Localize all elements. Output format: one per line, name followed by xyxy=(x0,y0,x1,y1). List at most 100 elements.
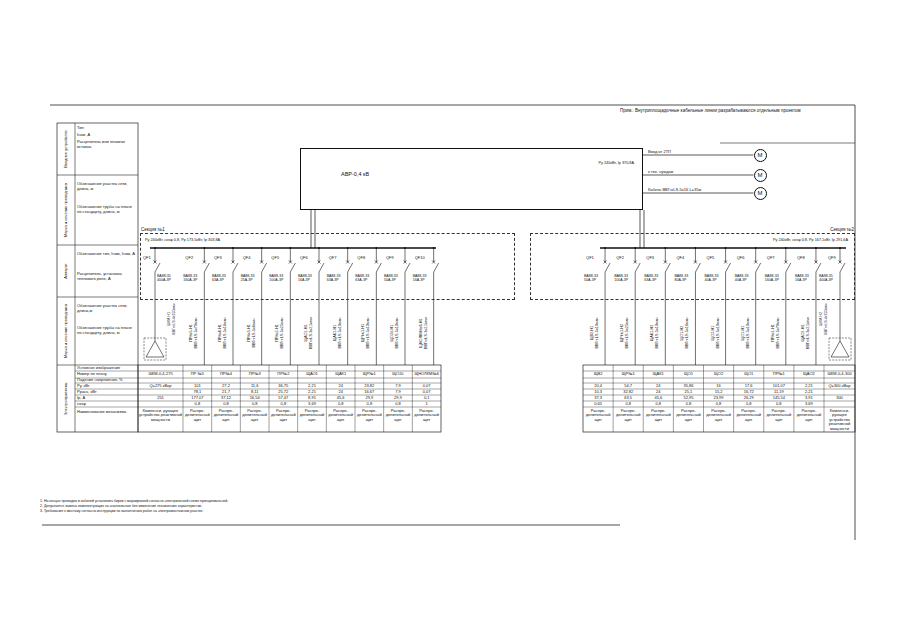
load-name: Распре- делительный щит xyxy=(674,409,703,423)
cell-value: 0,8 xyxy=(327,402,355,407)
motor-symbol: М xyxy=(754,169,767,182)
cable-mark: ВВГнгLS-5х10мм² xyxy=(366,317,370,348)
cell-value: 2,21 xyxy=(794,390,823,395)
cell-value: 0,8 xyxy=(764,402,793,407)
note: 1. На концах проводов и кабелей установи… xyxy=(40,499,640,503)
cell-value: 8,11 xyxy=(241,390,269,395)
cable-mark: ПР№1-Н1 xyxy=(771,324,775,342)
cable-mark: ПР№4-Н1 xyxy=(218,324,222,342)
breaker-symbol xyxy=(232,248,239,365)
load-name: Распре- делительный щит xyxy=(241,409,269,423)
bus-node xyxy=(785,247,787,249)
plan-number: ЩАО2 xyxy=(794,372,823,377)
breaker-symbol xyxy=(318,248,325,365)
cable-line xyxy=(643,193,754,194)
bus-node xyxy=(725,247,727,249)
bus-node xyxy=(664,247,666,249)
bus-node xyxy=(433,247,435,249)
cable-mark: ВВГнгLS-4х150мм² xyxy=(172,303,176,334)
table-grid xyxy=(326,365,327,432)
cable-mark: ВВГнгLS-5х70мм² xyxy=(194,317,198,348)
bus-node xyxy=(318,247,320,249)
breaker-type: ВА88-33 63А-3Р xyxy=(212,274,231,282)
table-grid xyxy=(412,365,413,432)
cell-value: 35,86 xyxy=(674,384,703,389)
cell-value: 2,21 xyxy=(298,390,326,395)
cable-mark: ШКМ-Н1 xyxy=(167,312,171,326)
motor-symbol: М xyxy=(754,149,767,162)
breaker-type: ВА88-35 400А-3Р xyxy=(819,274,838,282)
cell-value: 0,8 xyxy=(674,402,703,407)
node-title: М xyxy=(755,188,766,200)
cell-value: 0,8 xyxy=(704,402,733,407)
load-name: Распре- делительный щит xyxy=(704,409,733,423)
table-header: Pу, кВт xyxy=(77,384,137,389)
cell-value: 0,8 xyxy=(384,402,412,407)
cable-line xyxy=(311,210,315,233)
switchgear-box: АВР-0,4 кВРу 240кВт, Iр 370,8А xyxy=(300,148,643,210)
capacitor-housing xyxy=(829,338,851,360)
cable-mark: ЩАК1-Н1 xyxy=(332,325,336,342)
breaker-symbol xyxy=(346,248,353,365)
table-grid xyxy=(183,365,184,432)
bus-section: Секция №1Ру 240кВт, cosφ 0,8, Рр 173,5кВ… xyxy=(140,233,515,300)
breaker-symbol xyxy=(634,248,641,365)
breaker-type: ВА88-33 80А-3Р xyxy=(674,274,693,282)
breaker-type: ВА88-33 40А-3Р xyxy=(705,274,724,282)
breaker-type: ВА88-33 50А-3Р xyxy=(384,274,403,282)
cable-label: к тех. нуждам xyxy=(648,170,673,175)
capacitor-housing xyxy=(144,338,166,360)
cell-value: 15,2 xyxy=(704,390,733,395)
cell-value: 3,69 xyxy=(298,402,326,407)
breaker-type: ВА88-33 160А-3Р xyxy=(183,274,202,282)
breaker-symbol xyxy=(694,248,701,365)
breaker-symbol xyxy=(814,248,821,365)
table-header: Условное изображение xyxy=(77,366,137,371)
breaker-symbol xyxy=(839,248,846,341)
cable-mark: ЩР№1-Н1 xyxy=(361,324,365,342)
load-name: Распре- делительный щит xyxy=(298,409,326,423)
load-name: Распре- делительный щит xyxy=(270,409,298,423)
cable-line xyxy=(640,210,644,233)
table-grid xyxy=(703,365,704,432)
plan-number: ЩО1 xyxy=(674,372,703,377)
cell-value: 145,54 xyxy=(764,396,793,401)
cell-value: 24 xyxy=(644,390,673,395)
breaker-symbol xyxy=(432,248,439,365)
bus-node xyxy=(203,247,205,249)
cell-value: 0,8 xyxy=(212,402,240,407)
breaker-id: QF3 xyxy=(646,256,654,261)
cable-mark: ВВГнгLS-5х10мм² xyxy=(395,317,399,348)
breaker-id: QF2 xyxy=(185,256,193,261)
table-header: Обозначение трубы на плане по стандарту,… xyxy=(77,326,136,335)
breaker-id: QF10 xyxy=(415,256,425,261)
plan-number: ЩАО1 xyxy=(298,372,326,377)
cable-mark: ВВГнгLS-5х10мм² xyxy=(337,317,341,348)
cell-value: 0,8 xyxy=(241,402,269,407)
breaker-symbol xyxy=(289,248,296,365)
table-grid xyxy=(211,365,212,432)
table-header: Наименование механизма xyxy=(77,410,136,415)
bus-node xyxy=(634,247,636,249)
breaker-type: ВА88-33 40А-3Р xyxy=(735,274,754,282)
cell-value: 177,07 xyxy=(184,396,212,401)
cell-value: 7,9 xyxy=(384,384,412,389)
table-header: Обозначение трубы на плане по стандарту,… xyxy=(77,205,136,214)
cell-value: 29,9 xyxy=(356,396,384,401)
plan-number: ПР№4 xyxy=(212,372,240,377)
bus-node xyxy=(261,247,263,249)
table-grid xyxy=(240,365,241,432)
load-name: Распре- делительный щит xyxy=(584,409,613,423)
cell-value: 10,3 xyxy=(584,390,613,395)
cable-mark: ЩНОЛКМ№6-Н1 xyxy=(418,318,422,347)
load-name: Распре- делительный щит xyxy=(327,409,355,423)
breaker-symbol xyxy=(203,248,210,365)
plan-number: ЩО2 xyxy=(704,372,733,377)
cell-value: 11,19 xyxy=(764,390,793,395)
node-detail: Ру 240кВт, Iр 370,8А xyxy=(598,161,634,165)
cell-value: 29,9 xyxy=(384,396,412,401)
note-line xyxy=(720,143,855,144)
plan-number: ЩАК1 xyxy=(327,372,355,377)
